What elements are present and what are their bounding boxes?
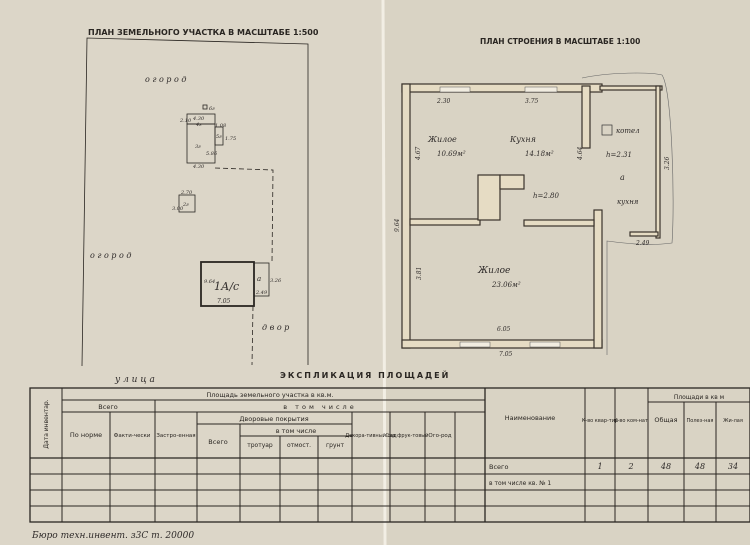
building-6-label: 6г: [209, 106, 215, 112]
dim-5-86: 5.86: [206, 151, 218, 157]
dim-top-mid: 3.75: [525, 98, 539, 105]
room-3-name: Жилое: [477, 266, 510, 276]
dim-4-30-top: 4.30: [192, 116, 205, 122]
building-2-label: 2г: [182, 202, 189, 208]
dim-lower-left: 3.81: [416, 267, 423, 280]
dim-annex-height: 3.26: [664, 156, 671, 170]
actual-header: Факти-чески: [114, 433, 151, 439]
annex-label: а: [257, 275, 261, 283]
room-boiler-name: котел: [616, 127, 640, 135]
dim-annex-width: 2.49: [635, 240, 650, 247]
room-annex-label: а: [620, 173, 625, 182]
street-label: у л и ц а: [114, 375, 155, 385]
main-house-footprint: 1А/с а 7.05 9.64 2.49 3.26: [200, 261, 282, 307]
row-total-living: 34: [728, 462, 738, 471]
dim-3-26: 3.26: [270, 278, 282, 284]
plot-boundary: [81, 37, 309, 367]
room-1-name: Жилое: [427, 135, 457, 144]
height-main: h=2.80: [533, 192, 560, 200]
living-area-header: Жи-лая: [723, 418, 743, 424]
land-total-header: Всего: [98, 403, 117, 411]
dim-overall-width: 7.05: [499, 351, 513, 358]
house-label: 1А/с: [214, 280, 239, 293]
dim-3-00: 3.00: [172, 206, 184, 212]
land-incl-header: в том числе: [283, 403, 356, 411]
soil-header: грунт: [326, 442, 344, 449]
dim-4-30-bottom: 4.30: [192, 164, 205, 170]
table-row-total: Всего 1 2 48 48 34: [489, 462, 738, 471]
vegetable-garden-header: Ого-род: [428, 433, 451, 439]
building-4-label: 4г: [195, 122, 202, 128]
yard-incl-header: в том числе: [276, 427, 316, 435]
dim-2-49: 2.49: [255, 290, 268, 296]
building-5-label: 5г: [216, 134, 222, 140]
row-total-apartments: 1: [597, 462, 602, 471]
room-annex-kitchen-name: кухня: [617, 198, 639, 206]
dim-left-room: 4.67: [415, 146, 422, 161]
total-area-header: Общая: [654, 416, 677, 424]
left-sheet: [0, 0, 383, 545]
dim-1-08: 1.08: [215, 123, 226, 129]
orchard-header: Сад фрук-товый: [386, 432, 429, 439]
row-apartment-1-name: в том числе кв. № 1: [489, 480, 551, 487]
dim-2-70: 2.70: [180, 190, 193, 196]
dim-overall-height: 9.64: [394, 218, 401, 232]
useful-area-header: Полез-ная: [687, 418, 714, 424]
dim-9-64: 9.64: [204, 279, 215, 285]
dim-7-05: 7.05: [217, 298, 231, 305]
row-total-area: 48: [660, 462, 671, 471]
yard-cover-header: Дворовые покрытия: [239, 415, 308, 423]
dim-1-75: 1.75: [225, 136, 236, 142]
building-plan-title: ПЛАН СТРОЕНИЯ В МАСШТАБЕ 1:100: [480, 37, 640, 46]
area-header: Площади в кв м: [674, 394, 724, 401]
row-total-rooms: 2: [627, 462, 633, 471]
explication-table-grid: [29, 387, 750, 523]
sidewalk-header: тротуар: [247, 442, 273, 449]
dim-kitchen: 4.64: [577, 146, 584, 161]
outbuildings: [178, 104, 274, 366]
room-2-name: Кухня: [509, 135, 536, 144]
room-3-area: 23.06м²: [491, 281, 521, 289]
building-3-label: 3г: [195, 144, 201, 150]
land-plan-title: ПЛАН ЗЕМЕЛЬНОГО УЧАСТКА В МАСШТАБЕ 1:500: [88, 28, 319, 37]
dim-2-10: 2.10: [179, 118, 192, 124]
room-2-area: 14.18м²: [525, 150, 554, 158]
room-1-area: 10.69м²: [437, 150, 466, 158]
dim-inner-width: 6.05: [497, 326, 511, 333]
explication-title: ЭКСПЛИКАЦИЯ ПЛОЩАДЕЙ: [280, 369, 450, 380]
boiler-icon: [601, 124, 613, 136]
floor-plan: [401, 72, 674, 355]
decor-garden-header: Декора-тивный сад: [345, 432, 397, 439]
apartments-header: К-во квар-тир: [582, 418, 618, 424]
row-total-useful: 48: [694, 462, 705, 471]
date-inventory-header: Дата инвентар.: [43, 399, 50, 448]
land-area-header: Площадь земельного участка в кв.м.: [206, 391, 333, 399]
built-header: Застро-енная: [156, 433, 195, 439]
fold-line: [381, 0, 387, 545]
rooms-header: К-во ком-нат: [614, 418, 648, 424]
dim-top-left: 2.30: [436, 98, 451, 105]
footer-print-note: Бюро техн.инвент. з3С т. 20000: [31, 531, 194, 541]
garden-label-top: о г о р о д: [145, 75, 186, 84]
row-total-name: Всего: [489, 463, 508, 471]
by-norm-header: По норме: [70, 431, 102, 439]
name-header: Наименование: [505, 414, 556, 422]
height-annex: h=2.31: [606, 151, 632, 159]
garden-label-bottom: о г о р о д: [90, 251, 131, 260]
blind-area-header: отмост.: [287, 442, 311, 449]
yard-label: д в о р: [262, 323, 289, 332]
yard-total-header: Всего: [208, 438, 227, 446]
